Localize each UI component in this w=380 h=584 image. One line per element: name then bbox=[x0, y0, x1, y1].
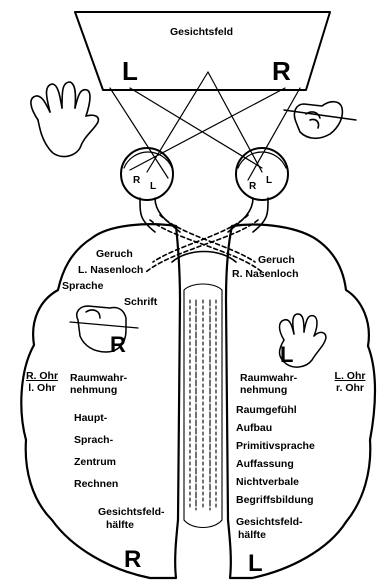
lh-line-4: Auffassung bbox=[236, 458, 294, 471]
rh-side-letter: R bbox=[124, 548, 141, 572]
lh-line-6: Begriffsbildung bbox=[236, 494, 314, 507]
rh-line-3: Zentrum bbox=[74, 456, 116, 469]
rh-ear-bottom: l. Ohr bbox=[22, 382, 62, 394]
lh-smell-2: R. Nasenloch bbox=[232, 268, 299, 281]
rh-ear-top: R. Ohr bbox=[22, 370, 62, 382]
rh-smell-1: Geruch bbox=[96, 248, 133, 261]
rh-hand-letter: R bbox=[110, 334, 126, 356]
light-rays bbox=[110, 72, 300, 180]
lh-line-1: Raumgefühl bbox=[236, 404, 297, 417]
rh-line-4: Rechnen bbox=[74, 478, 118, 491]
lh-ear-top: L. Ohr bbox=[328, 370, 372, 382]
lh-space-2: nehmung bbox=[240, 384, 287, 397]
lh-line-3: Primitivsprache bbox=[236, 440, 315, 453]
rh-line-2: Sprach- bbox=[74, 434, 113, 447]
rh-line-1: Haupt- bbox=[74, 412, 107, 425]
eye-left-r-label: R bbox=[133, 174, 140, 187]
eye-right-l-label: L bbox=[266, 174, 272, 187]
hand-top-right bbox=[284, 102, 356, 139]
visual-field-frame bbox=[75, 12, 330, 90]
eye-right-r-label: R bbox=[249, 180, 256, 193]
lh-line-5: Nichtverbale bbox=[236, 476, 299, 489]
lh-field-half-1: Gesichtsfeld- bbox=[236, 516, 303, 529]
rh-writing: Schrift bbox=[124, 296, 157, 309]
lh-smell-1: Geruch bbox=[258, 254, 295, 267]
lh-field-half-2: hälfte bbox=[238, 529, 266, 542]
rh-space-2: nehmung bbox=[70, 384, 117, 397]
rh-ear-label: R. Ohr l. Ohr bbox=[22, 370, 62, 394]
eye-left-l-label: L bbox=[150, 180, 156, 193]
rh-smell-2: L. Nasenloch bbox=[78, 264, 143, 277]
rh-field-half-1: Gesichtsfeld- bbox=[98, 506, 165, 519]
optic-nerves bbox=[140, 198, 268, 272]
visual-field-left-letter: L bbox=[122, 58, 138, 84]
hand-writing bbox=[70, 306, 138, 352]
rh-field-half-2: hälfte bbox=[106, 519, 134, 532]
lh-ear-label: L. Ohr r. Ohr bbox=[328, 370, 372, 394]
lh-line-2: Aufbau bbox=[236, 422, 272, 435]
lh-hand-letter: L bbox=[280, 344, 293, 366]
visual-field-right-letter: R bbox=[272, 58, 291, 84]
lh-side-letter: L bbox=[248, 552, 263, 576]
rh-speech: Sprache bbox=[62, 280, 103, 293]
hand-top-left bbox=[31, 82, 98, 157]
lh-ear-bottom: r. Ohr bbox=[328, 382, 372, 394]
visual-field-title: Gesichtsfeld bbox=[170, 26, 233, 39]
corpus-callosum bbox=[184, 284, 222, 528]
hemisphere-right-outline bbox=[21, 224, 180, 578]
